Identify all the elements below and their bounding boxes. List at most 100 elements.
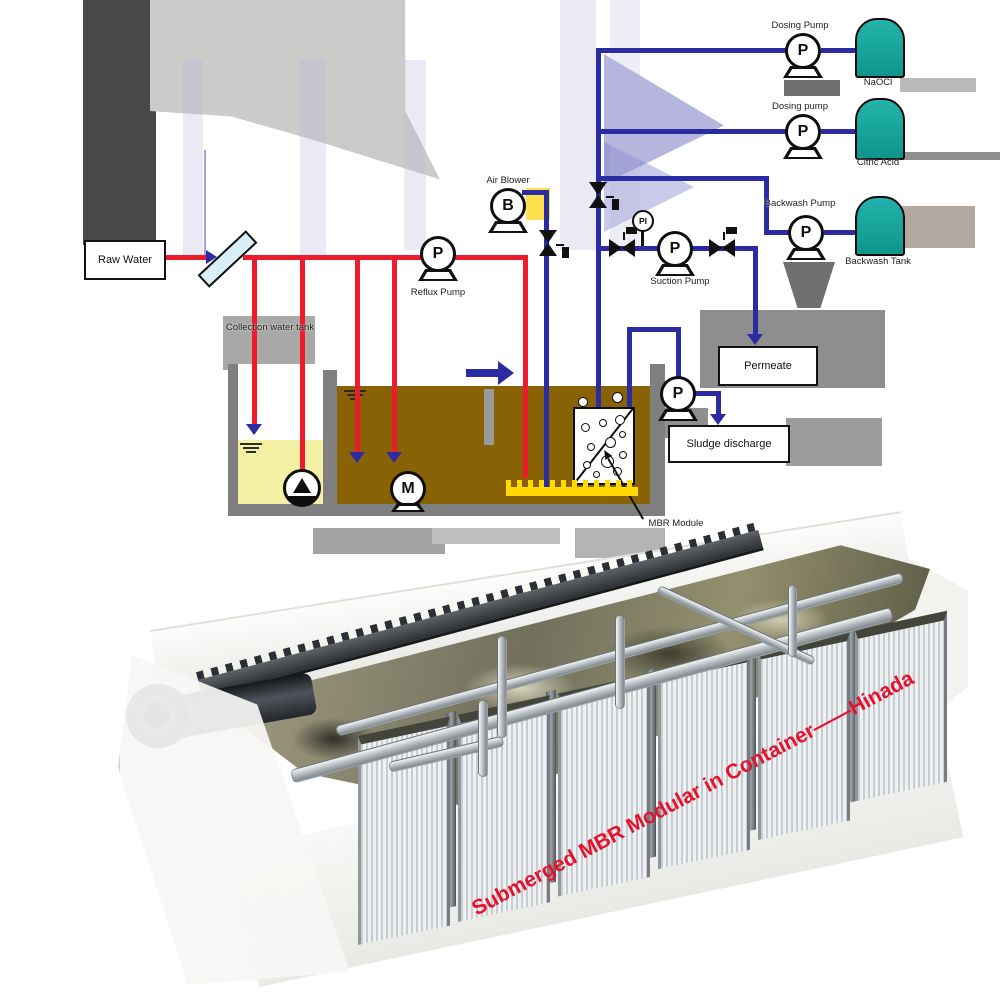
sludge-pump-base bbox=[658, 409, 698, 421]
mixer-letter: M bbox=[401, 480, 415, 497]
dosing-pipe-2b bbox=[821, 129, 855, 134]
pump-letter: P bbox=[672, 385, 684, 402]
collection-tank-drop-arrowhead bbox=[246, 424, 262, 435]
valve-icon bbox=[609, 227, 637, 257]
basin-divider-wall bbox=[323, 370, 337, 516]
raw-water-text: Raw Water bbox=[98, 254, 152, 266]
sludge-discharge-text: Sludge discharge bbox=[686, 438, 772, 450]
dosing-pump-1-label: Dosing Pump bbox=[771, 20, 829, 31]
background-shape bbox=[897, 206, 975, 248]
red-header-pipe bbox=[243, 255, 528, 260]
valve-icon bbox=[589, 182, 619, 210]
dosing-pump-2-icon: P bbox=[785, 114, 821, 150]
background-shape bbox=[898, 152, 1000, 160]
submersible-pump-riser bbox=[300, 258, 305, 470]
pump-letter: P bbox=[669, 240, 681, 257]
pump-letter: P bbox=[797, 42, 809, 59]
submersible-pump-icon bbox=[283, 469, 321, 507]
naocl-tank bbox=[855, 18, 905, 78]
mbr-tank-feed-pipe bbox=[523, 260, 528, 478]
air-pipe-drop bbox=[544, 190, 549, 487]
naocl-label: NaOCl bbox=[863, 77, 893, 88]
anoxic-feed-arrowhead-1 bbox=[349, 452, 365, 463]
manifold-riser bbox=[497, 636, 507, 738]
basin-bottom bbox=[228, 504, 665, 516]
background-shape bbox=[83, 0, 156, 245]
basin-transfer-arrow bbox=[466, 369, 498, 377]
background-shape bbox=[783, 262, 835, 308]
backwash-pump-base bbox=[786, 248, 826, 260]
background-shape bbox=[204, 150, 206, 256]
reflux-pump-base bbox=[418, 269, 458, 281]
raw-water-pipe bbox=[162, 255, 208, 260]
citric-acid-tank bbox=[855, 98, 905, 160]
manifold-riser bbox=[615, 615, 625, 709]
sludge-discharge-box: Sludge discharge bbox=[668, 425, 790, 463]
air-pipe-elbow bbox=[522, 190, 548, 195]
dosing-pump-1-icon: P bbox=[785, 33, 821, 69]
backwash-branch-pipe bbox=[601, 176, 769, 181]
collection-tank-drop-pipe bbox=[252, 260, 257, 426]
basin-transfer-arrowhead bbox=[498, 361, 514, 385]
suction-riser-pipe bbox=[596, 48, 601, 410]
background-shape bbox=[786, 418, 882, 466]
permeate-drop-pipe bbox=[753, 246, 758, 336]
dosing-pipe-1 bbox=[601, 48, 791, 53]
air-blower-label: Air Blower bbox=[486, 175, 530, 186]
background-shape bbox=[300, 60, 326, 255]
level-mark bbox=[246, 451, 256, 453]
pi-stem bbox=[641, 231, 644, 246]
sludge-intake-pipe bbox=[627, 330, 632, 416]
dosing-pump-1-base bbox=[783, 66, 823, 78]
background-shape bbox=[432, 528, 560, 544]
basin-left-wall bbox=[228, 364, 238, 516]
level-mark bbox=[243, 447, 259, 449]
backwash-tank bbox=[855, 196, 905, 256]
pressure-indicator-icon: PI bbox=[632, 210, 654, 232]
pump-bottom-cap bbox=[288, 496, 316, 504]
bubble-icon bbox=[578, 397, 588, 407]
manifold-riser bbox=[788, 585, 797, 657]
level-mark bbox=[240, 443, 262, 445]
background-shape bbox=[784, 80, 840, 96]
pump-letter: P bbox=[797, 123, 809, 140]
reflux-pump-icon: P bbox=[420, 236, 456, 272]
collection-tank-label: Collection water tank bbox=[225, 322, 315, 333]
sludge-arrowhead bbox=[710, 414, 726, 425]
pump-triangle bbox=[293, 478, 311, 493]
dosing-pump-2-base bbox=[783, 147, 823, 159]
dosing-pipe-1b bbox=[821, 48, 855, 53]
bioreactor-headspace bbox=[337, 340, 650, 386]
permeate-text: Permeate bbox=[744, 360, 792, 372]
dosing-pipe-2 bbox=[601, 129, 791, 134]
mbr-module bbox=[573, 407, 635, 485]
anoxic-feed-pipe-2 bbox=[392, 260, 397, 454]
raw-water-arrowhead bbox=[206, 250, 217, 264]
background-shape bbox=[223, 316, 315, 370]
backwash-suction-pipe bbox=[764, 230, 794, 235]
manifold-riser bbox=[478, 700, 488, 777]
pi-letters: PI bbox=[638, 216, 648, 226]
valve-icon bbox=[539, 230, 569, 258]
blower-letter: B bbox=[502, 197, 514, 214]
background-shape bbox=[404, 60, 426, 250]
citric-acid-label: Citric Acid bbox=[856, 157, 900, 168]
backwash-tank-label: Backwash Tank bbox=[845, 256, 911, 267]
anoxic-feed-pipe-1 bbox=[355, 260, 360, 454]
permeate-arrowhead bbox=[747, 334, 763, 345]
suction-pump-base bbox=[655, 264, 695, 276]
suction-pump-icon: P bbox=[657, 231, 693, 267]
air-diffuser bbox=[506, 487, 638, 496]
background-shape bbox=[313, 528, 445, 554]
bubble-icon bbox=[612, 392, 623, 403]
reflux-pump-label: Reflux Pump bbox=[410, 287, 466, 298]
3d-render: Submerged MBR Modular in Container——Hina… bbox=[0, 511, 1000, 1000]
pump-letter: P bbox=[432, 245, 444, 262]
mixer-icon: M bbox=[390, 471, 426, 507]
anoxic-feed-arrowhead-2 bbox=[386, 452, 402, 463]
sludge-drop-pipe bbox=[716, 391, 721, 416]
sludge-top-pipe bbox=[627, 327, 681, 332]
backwash-drop-pipe bbox=[764, 176, 769, 235]
backwash-pump-label: Backwash Pump bbox=[764, 198, 836, 209]
backwash-pump-icon: P bbox=[788, 215, 824, 251]
